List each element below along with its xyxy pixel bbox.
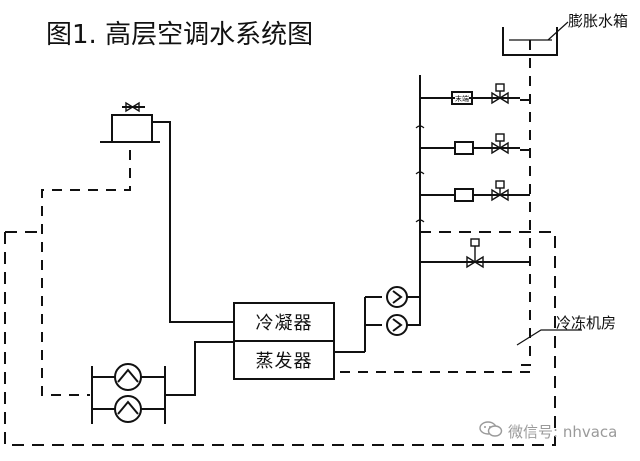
cooling-tower-valve-icon — [125, 101, 140, 113]
expansion-tank-label: 膨胀水箱 — [568, 12, 629, 30]
terminal-unit-1 — [451, 91, 473, 105]
terminal-unit-label: 末端 — [455, 95, 469, 103]
control-valves — [125, 83, 509, 269]
condenser-pump-station — [91, 363, 166, 424]
evaporator-label: 蒸发器 — [255, 351, 313, 372]
condenser-water-pipes — [152, 121, 234, 396]
terminal-units — [451, 91, 474, 202]
terminal-unit-2 — [454, 141, 474, 155]
valve-1-icon — [491, 83, 509, 105]
condenser-label: 冷凝器 — [255, 313, 313, 334]
expansion-tank — [502, 21, 569, 56]
terminal-unit-3 — [454, 188, 474, 202]
valve-3-icon — [491, 180, 509, 202]
watermark-text: 微信号: nhvaca — [508, 423, 618, 441]
valve-4-icon — [466, 238, 484, 269]
return-lines — [41, 40, 531, 396]
supply-riser — [415, 75, 520, 297]
chiller-room-boundary — [4, 231, 556, 446]
wechat-icon — [479, 421, 503, 437]
evaporator-box — [233, 340, 335, 380]
chiller-room-leader — [516, 329, 582, 346]
diagram-title: 图1. 高层空调水系统图 — [46, 20, 314, 50]
chiller-room-label: 冷冻机房 — [556, 314, 617, 332]
valve-2-icon — [491, 133, 509, 155]
cooling-tower — [100, 106, 160, 143]
chilled-water-pumps — [334, 286, 421, 353]
